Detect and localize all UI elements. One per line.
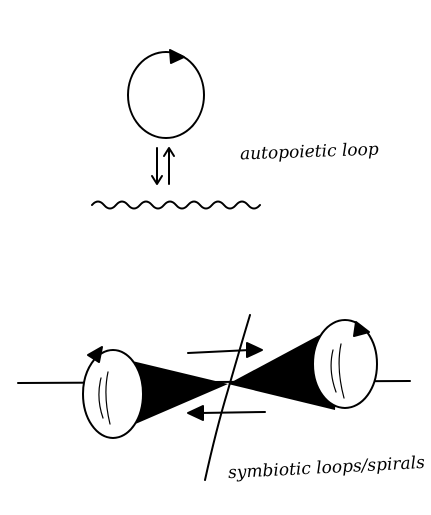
exchange-arrow-left-icon [187, 405, 204, 421]
environment-wavy-line [91, 200, 261, 210]
left-spiral-arrow-icon [87, 346, 103, 363]
left-funnel-mouth [82, 349, 144, 439]
right-funnel-cone [228, 324, 340, 410]
symbiotic-loops-group [17, 314, 411, 481]
exchange-arrow-right-icon [246, 342, 263, 358]
right-spiral-arrow-icon [353, 321, 370, 337]
autopoietic-loop-group [91, 49, 261, 210]
exchange-arrow-right-shaft [187, 349, 251, 354]
loop-direction-arrow-icon [169, 49, 185, 64]
right-funnel-mouth [312, 319, 378, 409]
exchange-arrow-left-shaft [199, 411, 266, 414]
autopoietic-loop-circle [127, 51, 205, 139]
bidirectional-arrows-icon [151, 147, 175, 185]
left-funnel-inner-lines [98, 371, 111, 425]
right-funnel-inner-lines [330, 343, 345, 399]
crossing-line [204, 314, 251, 481]
